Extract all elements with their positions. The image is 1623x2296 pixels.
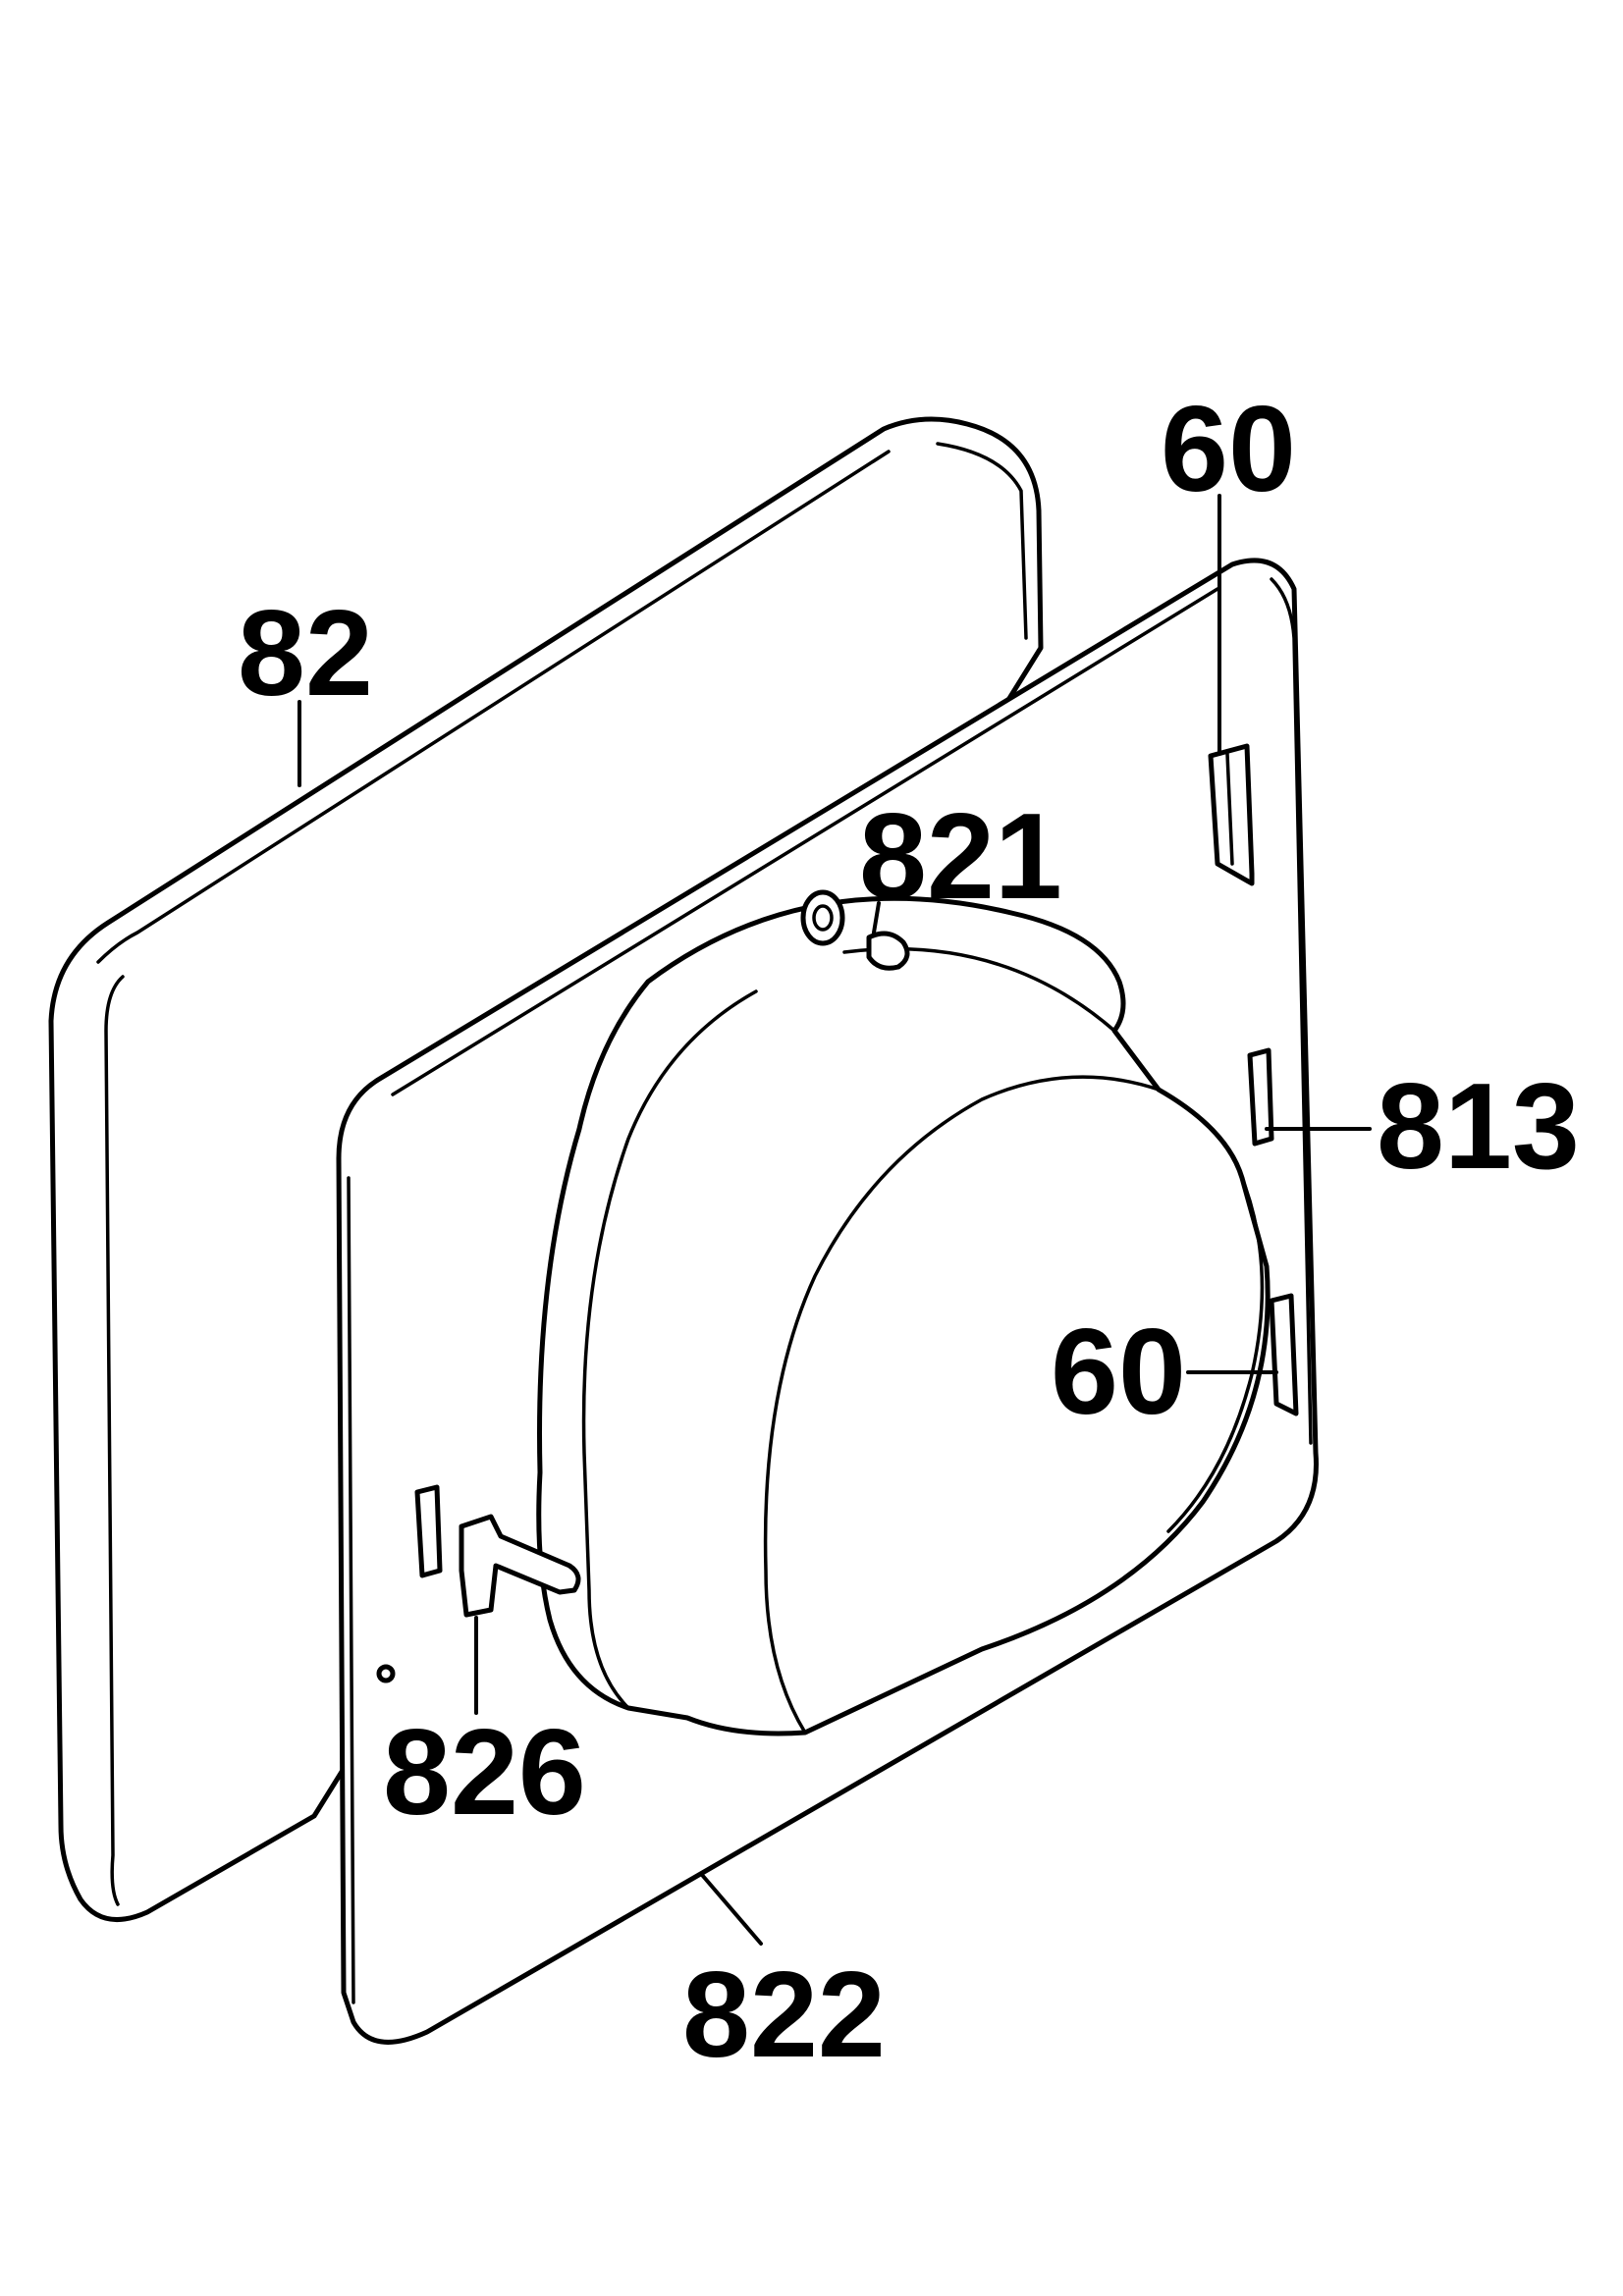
leader-lines: [298, 494, 1372, 1946]
clip-60-top: [1208, 743, 1255, 886]
leader-822: [700, 1873, 763, 1946]
label-60-top: 60: [1161, 382, 1296, 517]
label-82: 82: [238, 586, 373, 721]
clip-60-mid: [1269, 1293, 1299, 1416]
label-826: 826: [383, 1705, 586, 1841]
latch-826: [376, 1484, 581, 1683]
nut-821: [800, 889, 910, 971]
label-60-mid: 60: [1051, 1305, 1186, 1440]
leader-821: [872, 901, 881, 934]
label-821: 821: [859, 789, 1062, 925]
callout-labels: 60 82 821 813 60 826 822: [238, 382, 1580, 2083]
clip-813: [1247, 1047, 1274, 1147]
label-813: 813: [1377, 1059, 1580, 1195]
label-822: 822: [682, 1948, 886, 2083]
